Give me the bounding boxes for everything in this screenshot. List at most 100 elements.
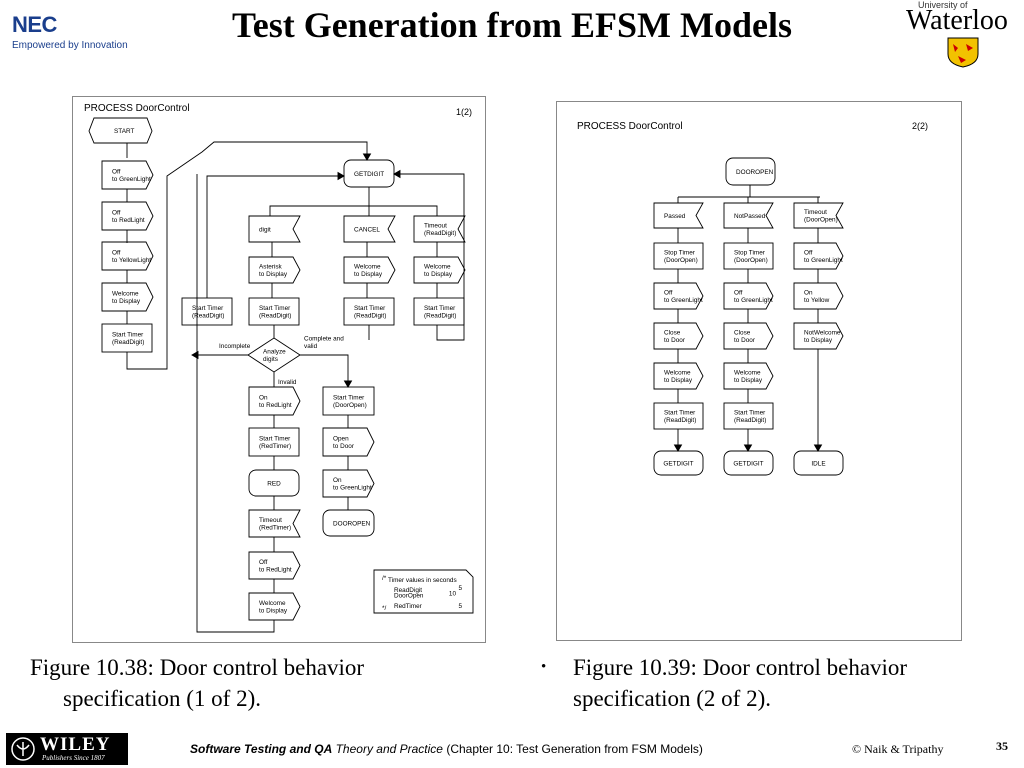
connector-line (394, 173, 465, 341)
state-symbol (725, 157, 776, 186)
wiley-emblem-icon (11, 737, 35, 761)
footer-copyright: © Naik & Tripathy (852, 742, 944, 756)
symbol-text: Off (112, 250, 121, 257)
footer-chapter: (Chapter 10: Test Generation from FSM Mo… (446, 742, 703, 756)
symbol-text: Start Timer (424, 305, 456, 312)
output-signal-symbol (322, 469, 375, 498)
input-signal-symbol (723, 202, 774, 229)
symbol-text: Off (804, 250, 813, 257)
symbol-text: Passed (664, 213, 686, 220)
arrowhead (191, 350, 199, 360)
caption-left-line2: specification (1 of 2). (63, 686, 261, 711)
process-label: PROCESS DoorControl (84, 103, 190, 114)
symbol-text: (ReadDigit) (112, 339, 144, 346)
output-signal-symbol (248, 386, 301, 416)
symbol-text: Welcome (424, 264, 451, 271)
symbol-text: to GreenLight (804, 257, 843, 264)
symbol-text: to YellowLight (112, 257, 151, 264)
page-number: 35 (996, 739, 1008, 753)
wiley-name: WILEY (40, 734, 111, 755)
symbol-text: to RedLight (259, 402, 292, 409)
output-signal-symbol (322, 427, 375, 457)
nec-tagline: Empowered by Innovation (12, 40, 128, 51)
label-invalid: Invalid (278, 379, 297, 386)
symbol-text: to GreenLight (333, 485, 372, 492)
symbol-text: Start Timer (734, 410, 766, 417)
process-label: PROCESS DoorControl (577, 121, 683, 132)
connector-line (369, 205, 438, 216)
symbol-text: (RedTimer) (259, 443, 291, 450)
symbol-text: Welcome (734, 370, 761, 377)
symbol-text: Welcome (112, 291, 139, 298)
output-signal-symbol (413, 256, 466, 284)
output-signal-symbol (793, 322, 844, 350)
arrowhead (362, 153, 372, 161)
symbol-text: CANCEL (354, 226, 380, 233)
output-signal-symbol (723, 362, 774, 390)
comment-text: DoorOpen (394, 593, 424, 600)
connector-line (269, 187, 370, 216)
symbol-text: Off (664, 290, 673, 297)
symbol-text: (ReadDigit) (354, 313, 386, 320)
symbol-text: On (259, 395, 268, 402)
symbol-text: Start Timer (259, 305, 291, 312)
footer-book: Software Testing and QA Theory and Pract… (190, 742, 703, 756)
symbol-text: NotWelcome (804, 330, 841, 337)
symbol-text: to Door (734, 337, 756, 344)
input-signal-symbol (248, 509, 301, 538)
symbol-text: Start Timer (192, 305, 224, 312)
symbol-text: (DoorOpen) (664, 257, 698, 264)
label-incomplete: Incomplete (219, 343, 251, 350)
symbol-text: Start Timer (259, 436, 291, 443)
symbol-text: to RedLight (112, 217, 145, 224)
arrowhead (743, 444, 753, 452)
arrowhead (343, 380, 353, 388)
symbol-text: to Display (424, 271, 453, 278)
page-label: 1(2) (456, 107, 472, 117)
caption-bullet: • (541, 659, 547, 675)
output-signal-symbol (653, 322, 704, 350)
symbol-text: to Yellow (804, 297, 830, 304)
uw-logo-text: Waterloo (906, 5, 1008, 36)
symbol-text: Off (112, 210, 121, 217)
symbol-text: DOOROPEN (736, 169, 774, 176)
symbol-text: to Display (734, 377, 763, 384)
symbol-text: Analyze (263, 349, 286, 356)
symbol-text: GETDIGIT (354, 171, 384, 178)
symbol-text: to RedLight (259, 567, 292, 574)
task-symbol (653, 402, 704, 430)
symbol-text: to GreenLight (112, 176, 151, 183)
comment-text: */ (382, 605, 386, 612)
symbol-text: (ReadDigit) (734, 417, 766, 424)
caption-right-line1: Figure 10.39: Door control behavior (573, 655, 908, 680)
state-symbol (723, 450, 774, 476)
label-complete-valid: Complete and (304, 336, 344, 343)
symbol-text: to Display (259, 271, 288, 278)
caption-figure-10-39: Figure 10.39: Door control behavior spec… (573, 652, 907, 714)
output-signal-symbol (101, 201, 154, 231)
symbol-text: Start Timer (354, 305, 386, 312)
symbol-text: Timeout (424, 223, 447, 230)
symbol-text: Off (259, 559, 268, 566)
input-signal-symbol (343, 215, 396, 243)
output-signal-symbol (248, 551, 301, 580)
symbol-text: to Door (333, 443, 355, 450)
slide-title: Test Generation from EFSM Models (232, 5, 792, 45)
symbol-text: Welcome (259, 600, 286, 607)
arrowhead (673, 444, 683, 452)
output-signal-symbol (653, 282, 704, 310)
input-signal-symbol (413, 215, 466, 243)
symbol-text: (ReadDigit) (192, 313, 224, 320)
symbol-text: DOOROPEN (333, 520, 371, 527)
symbol-text: GETDIGIT (663, 460, 693, 467)
symbol-text: (ReadDigit) (424, 313, 456, 320)
task-symbol (653, 242, 704, 270)
task-symbol (723, 242, 774, 270)
output-signal-symbol (248, 256, 301, 284)
symbol-text: On (333, 477, 342, 484)
diagram-2-frame (556, 101, 962, 641)
connector-line (300, 354, 349, 383)
task-symbol (723, 402, 774, 430)
symbol-text: Start Timer (664, 410, 696, 417)
